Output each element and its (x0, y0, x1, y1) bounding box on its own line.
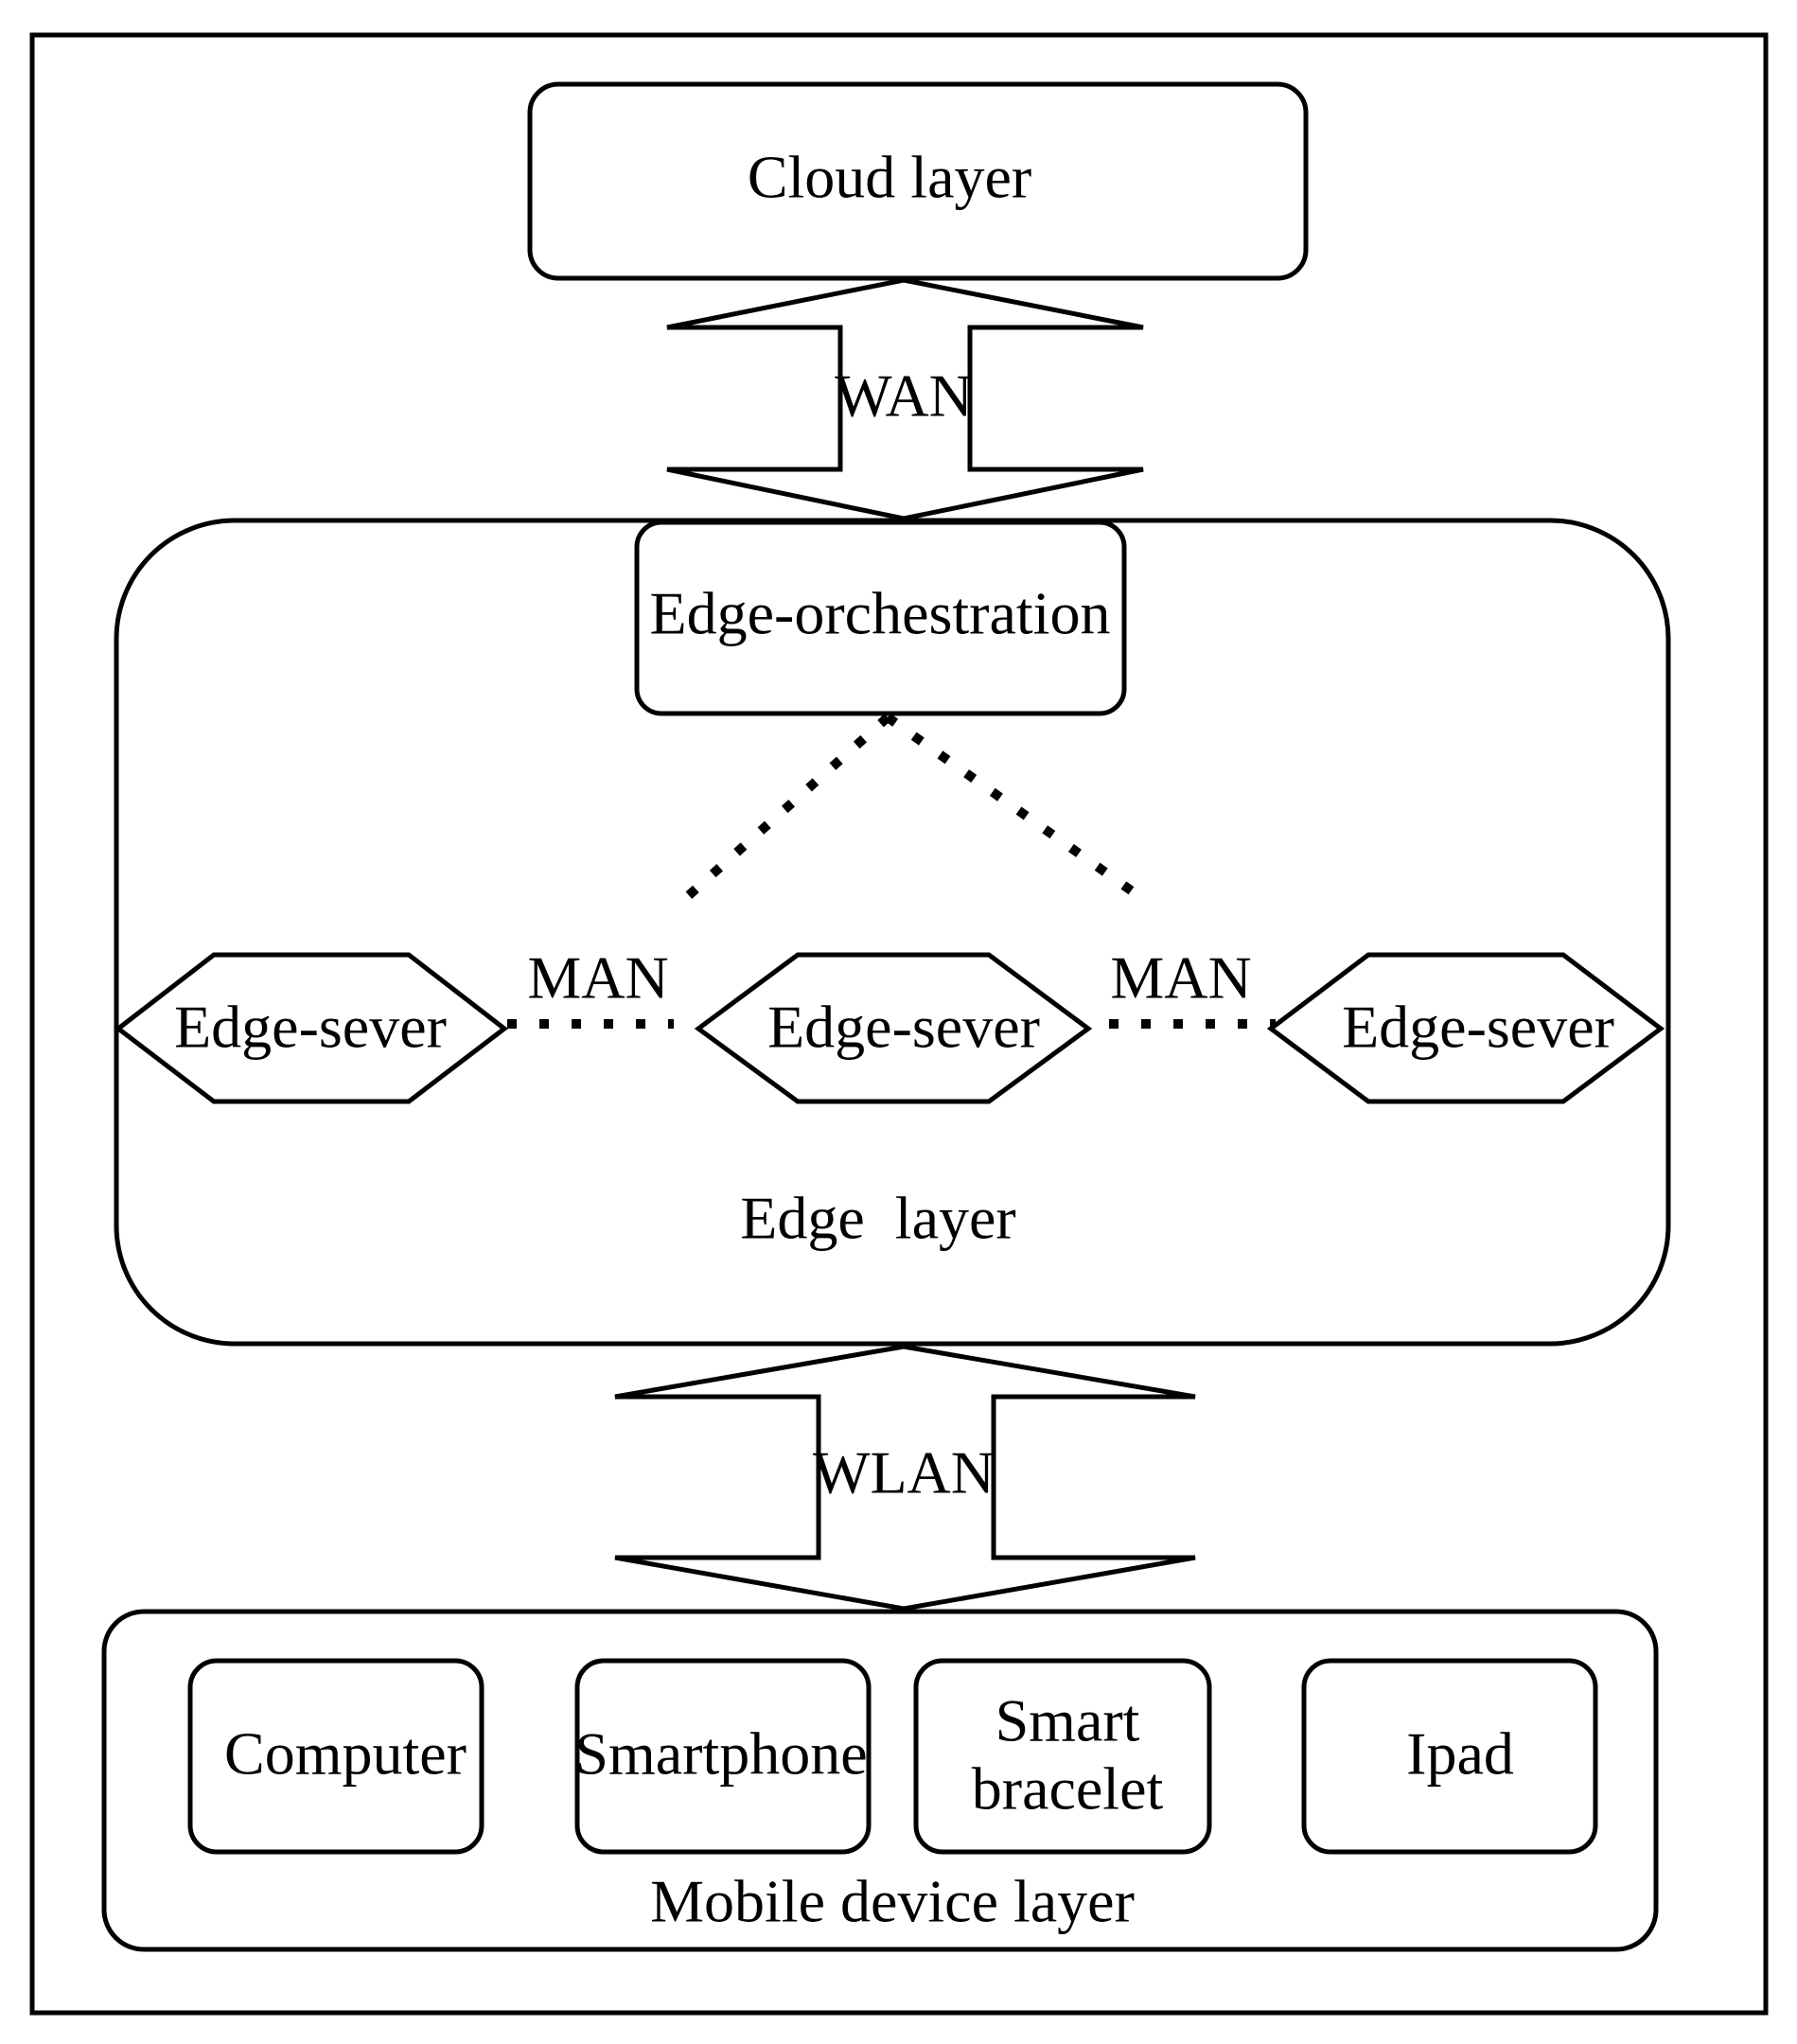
device-ipad: Ipad (1301, 1658, 1598, 1855)
edge-server-label: Edge-sever (1342, 994, 1614, 1061)
orchestration-link-left (676, 714, 891, 907)
wan-link-label: WAN (835, 362, 973, 430)
edge-server-1: Edge-sever (114, 952, 509, 1104)
edge-server-label: Edge-sever (767, 994, 1040, 1061)
wlan-double-arrow: WLAN (614, 1344, 1196, 1612)
device-smartphone-label: Smartphone (574, 1720, 867, 1788)
device-computer-label: Computer (224, 1720, 467, 1788)
wan-double-arrow: WAN (666, 277, 1144, 521)
cloud-layer-box: Cloud layer (527, 81, 1309, 281)
device-smart-bracelet-label-line1: Smart (995, 1687, 1140, 1754)
mobile-device-layer-box: Mobile device layer (101, 1609, 1659, 1952)
edge-layer-box: Edge layer (114, 518, 1671, 1347)
orchestration-link-right (885, 713, 1150, 907)
man-link-label-2: MAN (1110, 944, 1251, 1012)
wlan-link-label: WLAN (813, 1439, 995, 1507)
edge-layer-label: Edge layer (740, 1185, 1015, 1252)
mobile-device-layer-label: Mobile device layer (650, 1868, 1135, 1935)
cloud-layer-label: Cloud layer (748, 144, 1031, 211)
edge-server-3: Edge-sever (1266, 952, 1665, 1104)
edge-orchestration-label: Edge-orchestration (650, 580, 1111, 647)
device-ipad-label: Ipad (1406, 1720, 1514, 1788)
edge-orchestration-box: Edge-orchestration (634, 520, 1127, 716)
edge-server-label: Edge-sever (174, 994, 447, 1061)
man-link-label-1: MAN (527, 944, 668, 1012)
edge-server-2: Edge-sever (694, 952, 1093, 1104)
device-smart-bracelet-label-line2: bracelet (972, 1755, 1164, 1823)
device-smartphone: Smartphone (574, 1658, 872, 1855)
device-smart-bracelet: Smart bracelet (913, 1658, 1212, 1855)
device-computer: Computer (187, 1658, 484, 1855)
